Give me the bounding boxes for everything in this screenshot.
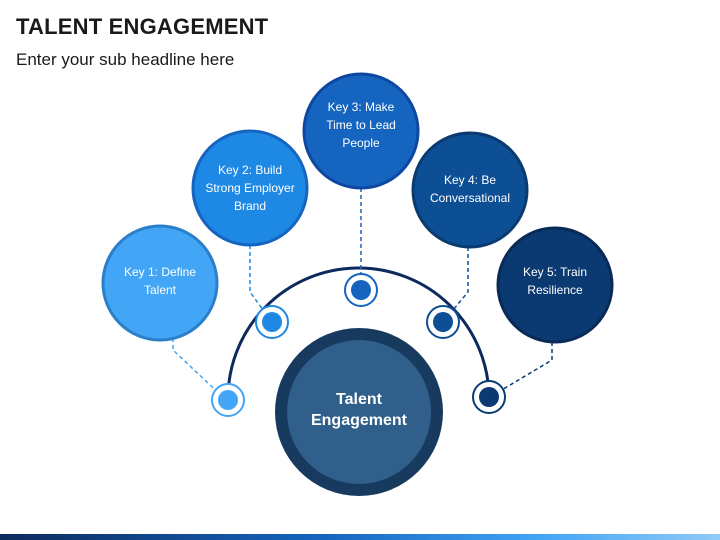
key-2-line-3: Brand (234, 199, 266, 213)
key-4-line-1: Key 4: Be (444, 173, 496, 187)
key-circle-1: Key 1: Define Talent (101, 224, 219, 342)
key-3-line-1: Key 3: Make (328, 100, 395, 114)
key-3-line-3: People (342, 136, 380, 150)
connector-key-5 (489, 342, 553, 398)
node-dot-3 (344, 273, 378, 307)
key-3-line-2: Time to Lead (326, 118, 396, 132)
center-hub: Talent Engagement (275, 328, 443, 496)
page-title: TALENT ENGAGEMENT (16, 14, 269, 39)
key-circle-3: Key 3: Make Time to Lead People (302, 72, 420, 190)
node-dot-2 (255, 305, 289, 339)
connector-key-1 (172, 338, 227, 401)
bottom-accent-bar (0, 534, 720, 540)
key-circle-2: Key 2: Build Strong Employer Brand (191, 129, 309, 247)
center-label-line2: Engagement (311, 412, 408, 429)
key-circle-5: Key 5: Train Resilience (496, 226, 614, 344)
node-dot-4 (426, 305, 460, 339)
page-subtitle: Enter your sub headline here (16, 50, 235, 69)
key-2-line-1: Key 2: Build (218, 163, 282, 177)
key-1-line-2: Talent (144, 283, 177, 297)
center-label-line1: Talent (336, 391, 383, 408)
key-1-line-1: Key 1: Define (124, 265, 196, 279)
key-2-line-2: Strong Employer (205, 181, 294, 195)
key-5-line-2: Resilience (527, 283, 583, 297)
connector-arc (226, 266, 491, 401)
node-dot-1 (211, 383, 245, 417)
key-4-line-2: Conversational (430, 191, 510, 205)
key-circle-4: Key 4: Be Conversational (411, 131, 529, 249)
key-5-line-1: Key 5: Train (523, 265, 587, 279)
node-dot-5 (472, 380, 506, 414)
